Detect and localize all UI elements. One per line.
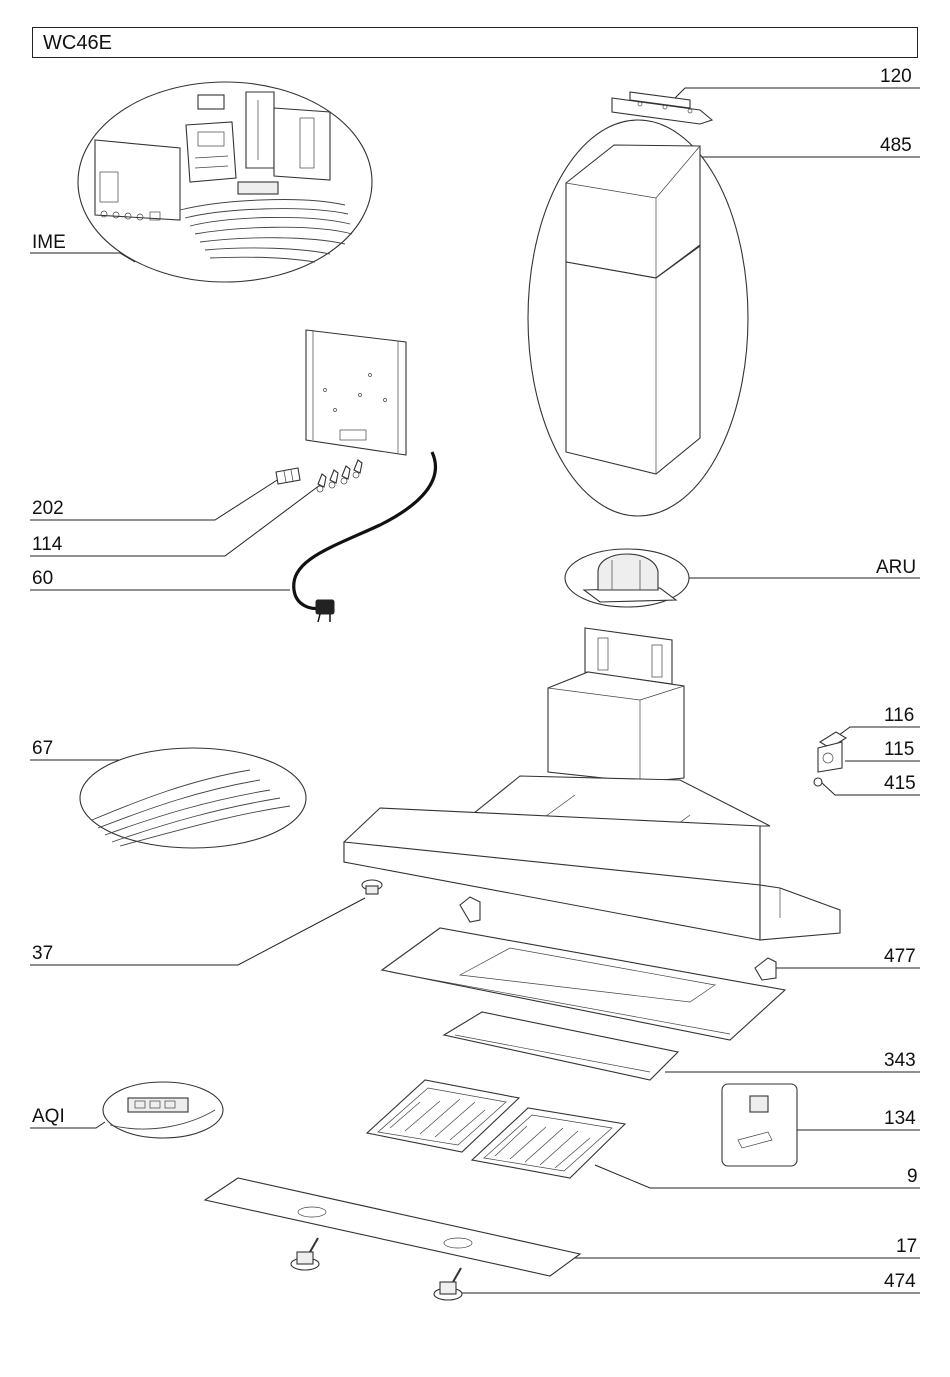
label-115: 115 <box>884 740 914 760</box>
label-474: 474 <box>884 1272 916 1292</box>
label-67: 67 <box>32 739 53 759</box>
filter-frame <box>382 928 785 1040</box>
label-aqi: AQI <box>32 1107 65 1127</box>
label-477: 477 <box>884 947 916 967</box>
part-202-clip <box>276 468 300 484</box>
part-120-bracket <box>612 92 712 124</box>
label-114: 114 <box>32 535 62 555</box>
part-485-chimney <box>528 120 748 516</box>
canopy <box>344 776 840 940</box>
label-343: 343 <box>884 1051 916 1071</box>
ime-electronics-group <box>78 82 372 282</box>
part-37-fitting <box>362 880 382 894</box>
label-415: 415 <box>884 774 916 794</box>
part-60-power-cable <box>294 452 436 622</box>
label-37: 37 <box>32 944 53 964</box>
part-116-115-415 <box>814 732 846 786</box>
label-9: 9 <box>907 1167 918 1187</box>
part-67-wiring <box>80 748 306 848</box>
part-17-bottom-panel <box>205 1178 580 1276</box>
label-202: 202 <box>32 499 64 519</box>
label-116: 116 <box>884 706 914 726</box>
label-17: 17 <box>896 1237 917 1257</box>
part-9-filters <box>367 1080 625 1178</box>
part-aqi-sensor <box>103 1082 223 1138</box>
label-aru: ARU <box>876 558 916 578</box>
label-120: 120 <box>880 67 912 87</box>
mounting-plate <box>306 330 406 455</box>
motor-housing <box>548 628 684 782</box>
label-60: 60 <box>32 569 53 589</box>
label-134: 134 <box>884 1109 916 1129</box>
part-134-box <box>722 1084 797 1166</box>
label-485: 485 <box>880 136 912 156</box>
part-aru-valve <box>565 549 689 607</box>
part-114-screws <box>317 460 362 492</box>
label-ime: IME <box>32 233 66 253</box>
